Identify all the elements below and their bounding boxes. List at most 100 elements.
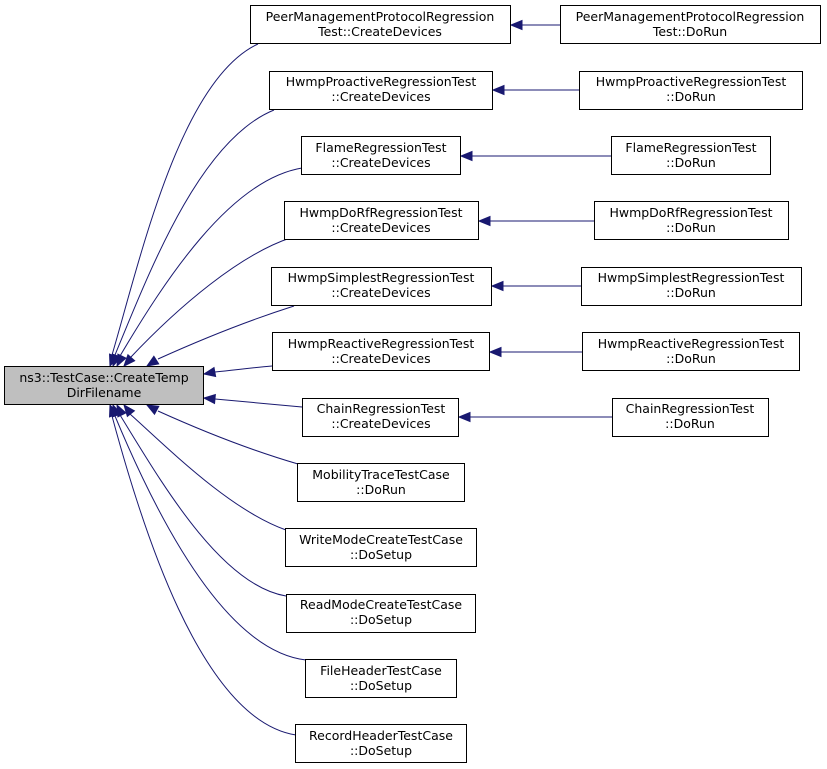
arrowhead (459, 150, 473, 162)
second-level-caller-label-line2: ::DoRun (665, 416, 715, 431)
caller-node[interactable]: FlameRegressionTest ::CreateDevices (301, 136, 461, 175)
caller-node-label-line2: ::DoSetup (350, 547, 412, 562)
second-level-caller-node[interactable]: HwmpReactiveRegressionTest ::DoRun (582, 332, 800, 371)
call-edge-line (114, 109, 275, 356)
call-edge (488, 346, 582, 358)
call-edge-line (119, 414, 287, 597)
caller-node[interactable]: WriteModeCreateTestCase ::DoSetup (285, 528, 477, 567)
call-edge-line (111, 415, 297, 736)
arrowhead (145, 355, 160, 367)
caller-node[interactable]: FileHeaderTestCase ::DoSetup (305, 659, 457, 698)
arrowhead (491, 84, 505, 96)
second-level-caller-label-line2: ::DoRun (666, 155, 716, 170)
caller-node-label-line2: ::CreateDevices (331, 285, 430, 300)
call-edge-line (119, 167, 303, 357)
arrowhead (109, 403, 119, 418)
call-edge (112, 403, 307, 661)
second-level-caller-label-line2: Test::DoRun (652, 24, 727, 39)
second-level-caller-label-line2: ::DoRun (666, 220, 716, 235)
caller-node[interactable]: ChainRegressionTest ::CreateDevices (302, 398, 459, 437)
caller-node[interactable]: HwmpReactiveRegressionTest ::CreateDevic… (272, 332, 490, 371)
second-level-caller-label-line2: ::DoRun (666, 351, 716, 366)
second-level-caller-node[interactable]: ChainRegressionTest ::DoRun (612, 398, 769, 437)
caller-node[interactable]: PeerManagementProtocolRegression Test::C… (250, 5, 511, 44)
focus-node: ns3::TestCase::CreateTemp DirFilename (4, 366, 204, 405)
caller-node-label-line1: HwmpReactiveRegressionTest (288, 336, 475, 351)
caller-node[interactable]: HwmpDoRfRegressionTest ::CreateDevices (284, 201, 479, 240)
call-edge (457, 411, 612, 423)
arrowhead (145, 404, 160, 416)
second-level-caller-node[interactable]: FlameRegressionTest ::DoRun (611, 136, 771, 175)
focus-node-label-line1: ns3::TestCase::CreateTemp (19, 370, 188, 385)
caller-node-label-line1: HwmpProactiveRegressionTest (286, 74, 477, 89)
caller-node-label-line1: WriteModeCreateTestCase (299, 532, 463, 547)
caller-node-label-line1: HwmpDoRfRegressionTest (299, 205, 462, 220)
call-edge (109, 403, 297, 736)
second-level-caller-node[interactable]: HwmpProactiveRegressionTest ::DoRun (579, 71, 803, 110)
second-level-caller-label-line2: ::DoRun (666, 89, 716, 104)
call-edge (477, 215, 594, 227)
second-level-caller-label-line1: PeerManagementProtocolRegression (576, 9, 805, 24)
caller-node[interactable]: RecordHeaderTestCase ::DoSetup (295, 724, 467, 763)
second-level-caller-node[interactable]: HwmpDoRfRegressionTest ::DoRun (594, 201, 789, 240)
caller-node[interactable]: HwmpProactiveRegressionTest ::CreateDevi… (269, 71, 493, 110)
arrowhead (477, 215, 491, 227)
call-edge (123, 237, 291, 367)
arrowhead (490, 280, 504, 292)
caller-node[interactable]: ReadModeCreateTestCase ::DoSetup (286, 594, 476, 633)
caller-node-label-line2: ::DoSetup (350, 743, 412, 758)
caller-node[interactable]: MobilityTraceTestCase ::DoRun (297, 463, 465, 502)
caller-node-label-line1: RecordHeaderTestCase (309, 728, 453, 743)
caller-node[interactable]: HwmpSimplestRegressionTest ::CreateDevic… (271, 267, 492, 306)
caller-node-label-line1: HwmpSimplestRegressionTest (288, 270, 475, 285)
caller-node-label-line2: ::CreateDevices (331, 89, 430, 104)
call-edge-line (214, 398, 303, 408)
caller-node-label-line1: MobilityTraceTestCase (312, 467, 450, 482)
arrowhead (457, 411, 471, 423)
second-level-caller-label-line1: HwmpDoRfRegressionTest (609, 205, 772, 220)
arrowhead (123, 353, 136, 367)
caller-node-label-line2: ::DoSetup (350, 612, 412, 627)
caller-node-label-line2: ::CreateDevices (331, 416, 430, 431)
call-edge (509, 19, 560, 31)
second-level-caller-node[interactable]: HwmpSimplestRegressionTest ::DoRun (581, 267, 802, 306)
call-edge-line (214, 365, 273, 373)
call-edge (459, 150, 611, 162)
call-edge (490, 280, 581, 292)
node-layer: ns3::TestCase::CreateTemp DirFilename Pe… (4, 5, 821, 763)
second-level-caller-label-line1: HwmpSimplestRegressionTest (598, 270, 785, 285)
call-edge (491, 84, 579, 96)
caller-node-label-line1: FlameRegressionTest (315, 140, 446, 155)
caller-node-label-line1: ReadModeCreateTestCase (300, 597, 463, 612)
call-edge (145, 404, 299, 465)
caller-node-label-line1: PeerManagementProtocolRegression (266, 9, 495, 24)
arrowhead (116, 353, 127, 368)
call-edge (202, 393, 303, 408)
caller-node-label-line2: ::CreateDevices (331, 351, 430, 366)
call-edge-line (157, 305, 295, 360)
call-edge (123, 403, 287, 531)
caller-node-label-line2: ::CreateDevices (331, 220, 430, 235)
call-edge (202, 365, 273, 378)
call-edge (116, 167, 303, 368)
arrowhead (509, 19, 523, 31)
focus-node-label-line2: DirFilename (67, 385, 142, 400)
second-level-caller-node[interactable]: PeerManagementProtocolRegression Test::D… (560, 5, 821, 44)
caller-node-label-line1: FileHeaderTestCase (320, 663, 442, 678)
call-edge (116, 403, 287, 597)
call-edge-line (129, 237, 291, 359)
second-level-caller-label-line1: HwmpProactiveRegressionTest (596, 74, 787, 89)
caller-node-label-line2: ::CreateDevices (331, 155, 430, 170)
arrowhead (202, 393, 216, 405)
second-level-caller-label-line1: ChainRegressionTest (626, 401, 755, 416)
caller-node-label-line2: Test::CreateDevices (317, 24, 442, 39)
second-level-caller-label-line2: ::DoRun (666, 285, 716, 300)
second-level-caller-label-line1: HwmpReactiveRegressionTest (598, 336, 785, 351)
edge-layer (109, 19, 612, 736)
caller-node-label-line2: ::DoSetup (350, 678, 412, 693)
caller-node-label-line1: ChainRegressionTest (317, 401, 446, 416)
second-level-caller-label-line1: FlameRegressionTest (625, 140, 756, 155)
arrowhead (488, 346, 502, 358)
arrowhead (123, 403, 136, 418)
